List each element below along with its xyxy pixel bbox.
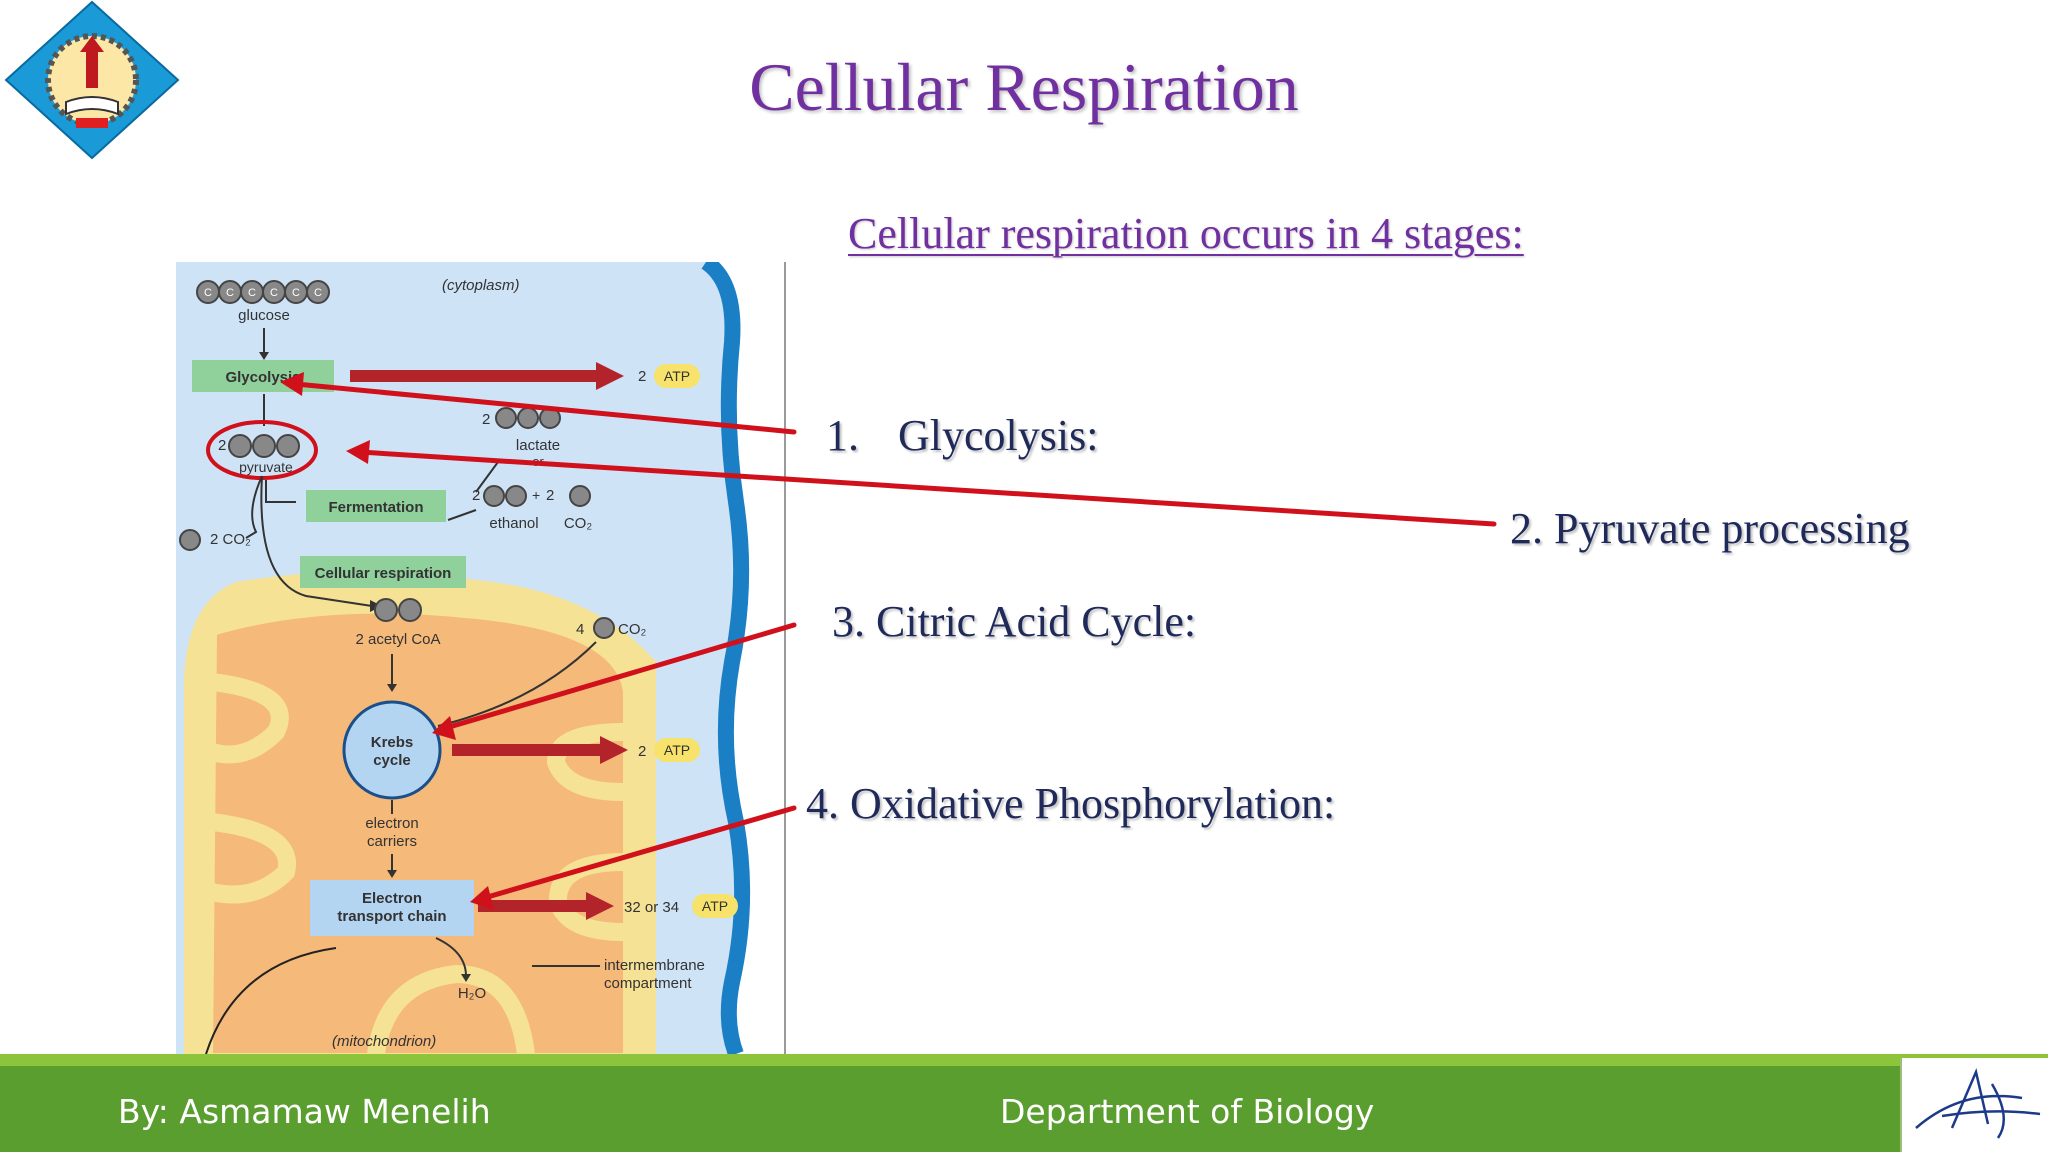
signature-image: [1900, 1058, 2048, 1152]
pyruvate-label: pyruvate: [239, 459, 293, 475]
svg-text:C: C: [314, 287, 322, 299]
svg-text:CO₂: CO₂: [618, 621, 647, 638]
svg-text:CO₂: CO₂: [564, 515, 593, 532]
mitochondrion-label: (mitochondrion): [332, 1033, 436, 1050]
svg-text:Krebs: Krebs: [371, 734, 414, 751]
svg-text:2: 2: [218, 437, 226, 454]
glycolysis-label: Glycolysis: [225, 369, 300, 386]
stage-2-label: 2. Pyruvate processing: [1510, 504, 1910, 553]
acetyl-coa-label: 2 acetyl CoA: [355, 631, 440, 648]
svg-text:ATP: ATP: [664, 742, 690, 758]
co2-loss-label: 2 CO₂: [210, 531, 251, 548]
svg-text:intermembrane: intermembrane: [604, 957, 705, 974]
ethanol-label: ethanol: [489, 515, 538, 532]
svg-text:C: C: [204, 287, 212, 299]
fermentation-label: Fermentation: [328, 499, 423, 516]
svg-text:Electron: Electron: [362, 890, 422, 907]
glucose-label: glucose: [238, 307, 290, 324]
stage-3-label: 3. Citric Acid Cycle:: [832, 597, 1197, 646]
stage-1-number: 1.: [826, 411, 859, 460]
svg-text:4: 4: [576, 621, 584, 638]
svg-text:32 or 34: 32 or 34: [624, 899, 679, 916]
svg-text:ATP: ATP: [664, 368, 690, 384]
footer-department: Department of Biology: [1000, 1092, 1375, 1131]
stage-4-label: 4. Oxidative Phosphorylation:: [806, 779, 1336, 828]
university-logo: [4, 0, 180, 160]
svg-text:C: C: [248, 287, 256, 299]
divider-line: [784, 262, 786, 1054]
svg-text:or: or: [532, 454, 544, 469]
svg-text:Cellular respiration: Cellular respiration: [315, 565, 452, 582]
svg-text:+: +: [532, 487, 540, 503]
stages-heading: Cellular respiration occurs in 4 stages:: [848, 209, 1524, 258]
svg-text:2: 2: [472, 487, 480, 504]
svg-text:2: 2: [638, 743, 646, 760]
cytoplasm-label: (cytoplasm): [442, 277, 520, 294]
stage-1-label: Glycolysis:: [898, 411, 1099, 460]
svg-text:C: C: [270, 287, 278, 299]
svg-text:carriers: carriers: [367, 833, 417, 850]
krebs-cycle: [342, 700, 442, 800]
svg-text:cycle: cycle: [373, 752, 411, 769]
svg-text:electron: electron: [365, 815, 418, 832]
svg-text:2: 2: [482, 411, 490, 428]
lactate-label: lactate: [516, 437, 560, 454]
cristae: [209, 673, 625, 1054]
etc-box: [310, 880, 474, 936]
svg-text:2: 2: [546, 487, 554, 504]
svg-text:ATP: ATP: [702, 898, 728, 914]
svg-text:transport chain: transport chain: [337, 908, 446, 925]
svg-text:2: 2: [638, 368, 646, 385]
footer-accent-bar: [0, 1054, 2048, 1066]
footer-bar: [0, 1066, 2048, 1152]
svg-text:compartment: compartment: [604, 975, 692, 992]
svg-text:C: C: [226, 287, 234, 299]
footer-author: By: Asmamaw Menelih: [118, 1092, 491, 1131]
slide-title: Cellular Respiration: [749, 49, 1299, 125]
cellular-respiration-box: [300, 556, 466, 588]
svg-text:C: C: [292, 287, 300, 299]
svg-text:H₂O: H₂O: [458, 985, 486, 1002]
